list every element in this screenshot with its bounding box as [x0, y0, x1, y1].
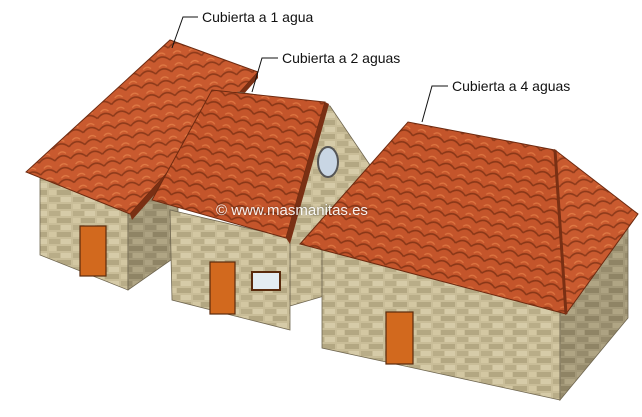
- house3-hip-ridge: [553, 149, 568, 315]
- house2-door: [209, 261, 236, 315]
- house2-round-window: [317, 146, 339, 178]
- house3-door: [385, 311, 414, 365]
- house-four-slopes: [299, 121, 639, 402]
- leader-four-slopes: [421, 85, 448, 123]
- house1-door: [79, 225, 107, 277]
- leader-one-slope: [171, 16, 198, 49]
- callout-leaders: [171, 16, 448, 123]
- watermark-text: © www.masmanitas.es: [216, 202, 368, 219]
- label-two-slope-roof: Cubierta a 2 aguas: [282, 50, 401, 66]
- leader-two-slopes: [251, 57, 278, 93]
- house2-window: [251, 271, 281, 291]
- label-one-slope-roof: Cubierta a 1 agua: [202, 9, 314, 25]
- house2-roof-edge: [286, 102, 329, 244]
- label-four-slope-roof: Cubierta a 4 aguas: [452, 78, 571, 94]
